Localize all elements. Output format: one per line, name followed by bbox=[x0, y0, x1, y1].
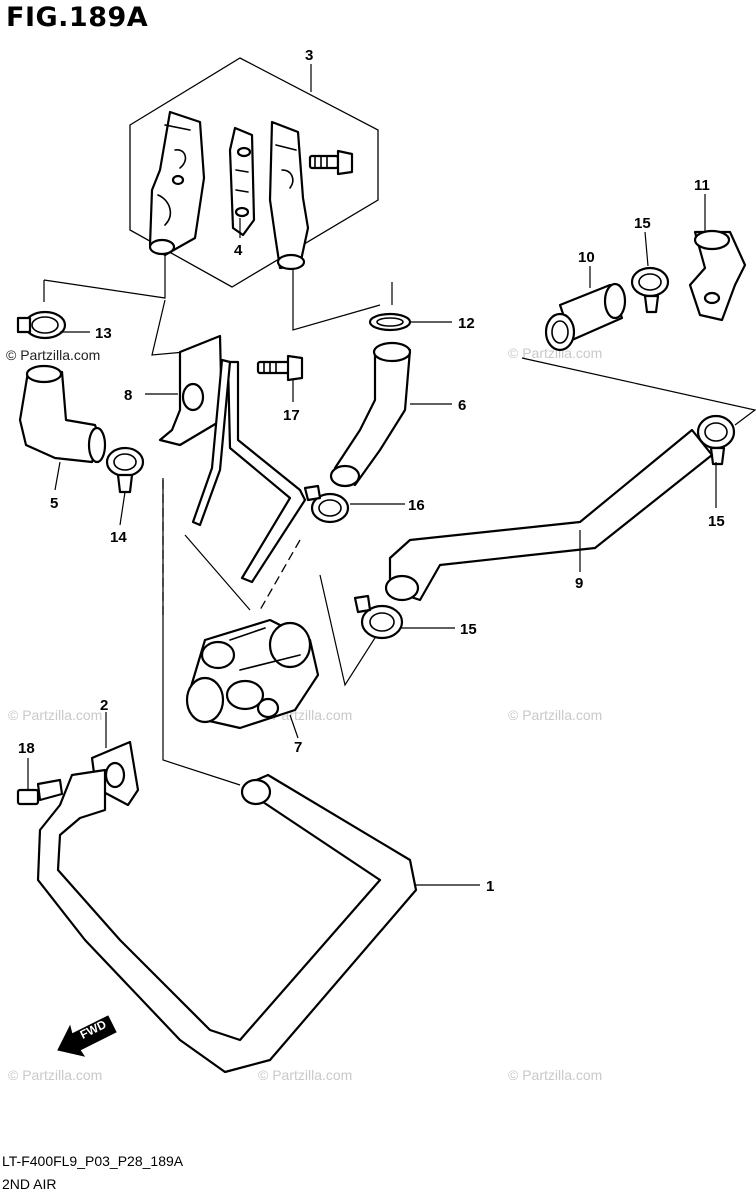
hose-clamp-15-top bbox=[630, 266, 670, 314]
callout-13: 13 bbox=[95, 325, 112, 342]
callout-1: 1 bbox=[486, 878, 494, 895]
callout-14: 14 bbox=[110, 529, 127, 546]
bolt-17 bbox=[256, 354, 304, 382]
callouts: 3 4 13 12 8 17 6 5 14 16 9 15 15 10 15 1… bbox=[18, 47, 725, 895]
figure-code: LT-F400FL9_P03_P28_189A bbox=[2, 1153, 184, 1169]
watermark: © Partzilla.com bbox=[508, 707, 602, 723]
callout-17: 17 bbox=[283, 407, 300, 424]
callout-5: 5 bbox=[50, 495, 58, 512]
assembly-lines bbox=[43, 255, 756, 786]
vacuum-tubes bbox=[191, 358, 307, 584]
cap-11 bbox=[688, 229, 747, 322]
callout-15-lower: 15 bbox=[460, 621, 477, 638]
callout-15-right: 15 bbox=[708, 513, 725, 530]
callout-10: 10 bbox=[578, 249, 595, 266]
air-hose-5 bbox=[18, 364, 107, 464]
hose-clamp-15-lower bbox=[353, 594, 404, 640]
hose-clamp-13 bbox=[16, 310, 67, 340]
watermark: © Partzilla.com bbox=[508, 1067, 602, 1083]
reed-valve-bolt bbox=[308, 149, 354, 176]
reed-valve-cover-left bbox=[148, 110, 206, 257]
watermark: © Partzilla.com bbox=[8, 1067, 102, 1083]
hose-clamp-16 bbox=[303, 484, 350, 524]
air-hose-6 bbox=[329, 341, 412, 488]
watermark: © Partzilla.com bbox=[258, 1067, 352, 1083]
bracket-8 bbox=[158, 334, 224, 447]
air-pipe-1 bbox=[36, 768, 418, 1074]
callout-18: 18 bbox=[18, 740, 35, 757]
reed-valve-assembly-frame bbox=[129, 57, 379, 288]
callout-3: 3 bbox=[305, 47, 313, 64]
hose-clamp-15-right bbox=[696, 414, 736, 466]
hose-clamp-14 bbox=[105, 446, 145, 494]
callout-leaders bbox=[27, 64, 717, 886]
callout-9: 9 bbox=[575, 575, 583, 592]
figure-title: FIG.189A bbox=[6, 2, 149, 33]
air-valve-7 bbox=[185, 618, 320, 730]
callout-8: 8 bbox=[124, 387, 132, 404]
callout-16: 16 bbox=[408, 497, 425, 514]
callout-6: 6 bbox=[458, 397, 466, 414]
callout-12: 12 bbox=[458, 315, 475, 332]
figure-name: 2ND AIR bbox=[2, 1176, 57, 1192]
callout-11: 11 bbox=[694, 177, 710, 194]
callout-2: 2 bbox=[100, 697, 108, 714]
reed-valve-plate bbox=[228, 126, 256, 237]
callout-15-top: 15 bbox=[634, 215, 651, 232]
watermark: © Partzilla.com bbox=[8, 707, 102, 723]
air-hose-9 bbox=[384, 428, 714, 602]
bolt-18 bbox=[16, 778, 64, 806]
forward-arrow: FWD bbox=[57, 1015, 117, 1057]
callout-4: 4 bbox=[234, 242, 243, 259]
clip-12 bbox=[368, 312, 412, 332]
pipe-10 bbox=[544, 282, 627, 352]
watermark: © Partzilla.com bbox=[508, 345, 602, 361]
reed-valve-cover-right bbox=[268, 120, 310, 271]
watermark: © Partzilla.com bbox=[6, 347, 100, 363]
callout-7: 7 bbox=[294, 739, 302, 756]
